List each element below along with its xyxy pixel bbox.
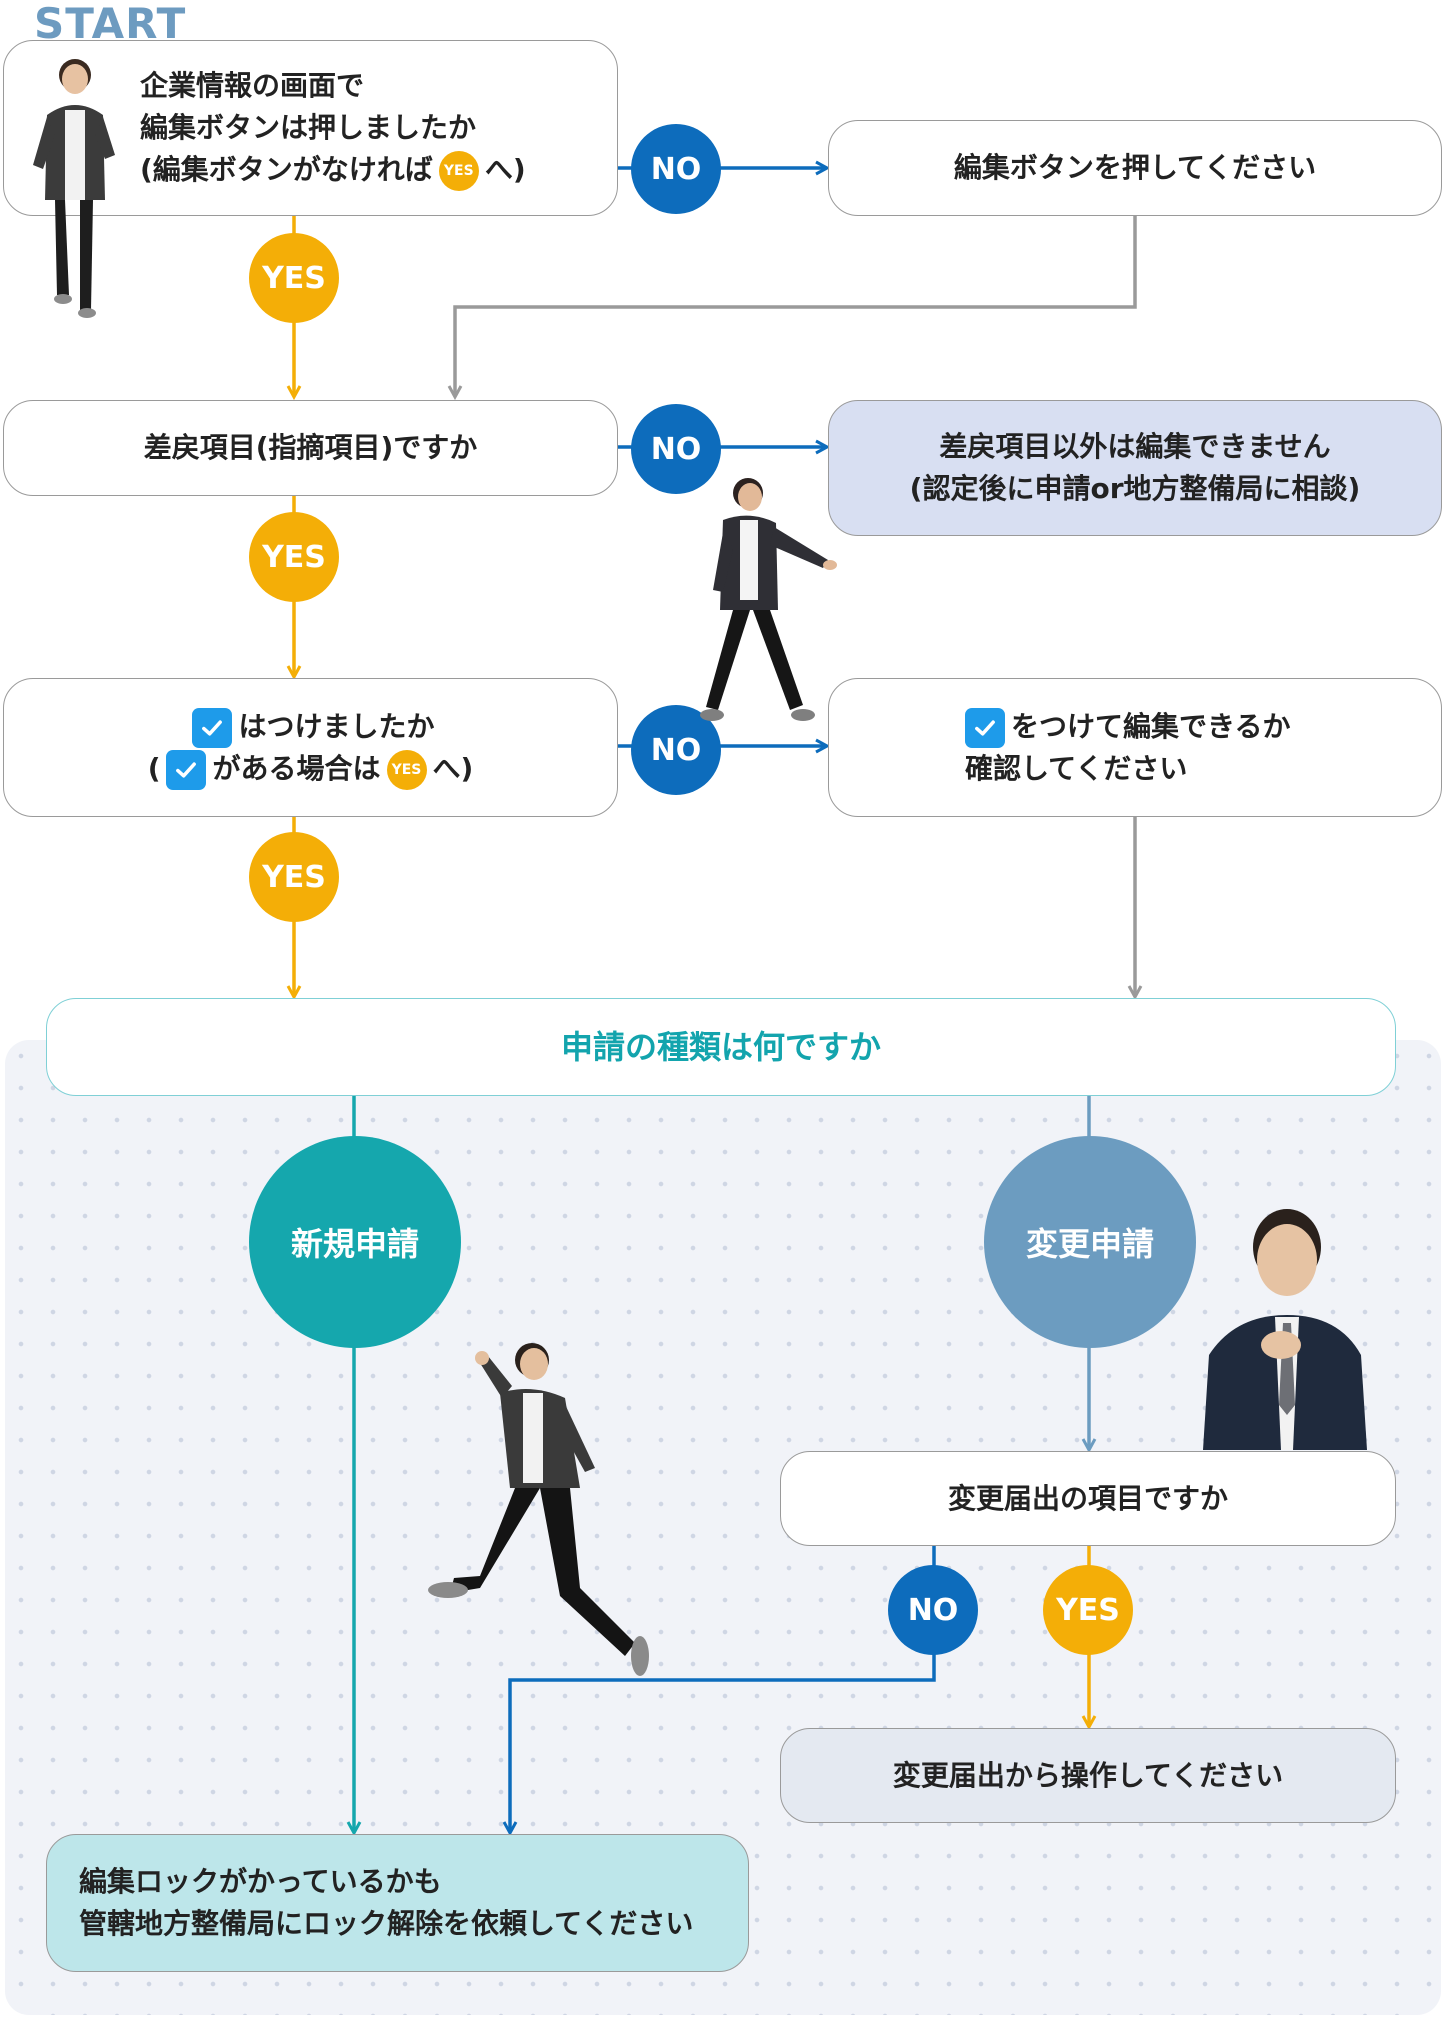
new-application-node: 新規申請 [249,1136,461,1348]
a2-line1: 差戻項目以外は編集できません [939,430,1331,463]
person-photo-walking-2 [678,475,838,740]
question-change-notification-item: 変更届出の項目ですか [780,1451,1396,1546]
no-badge: NO [631,124,721,214]
q1-line3-post: へ) [484,153,526,186]
a3-line1-text: をつけて編集できるか [1011,709,1291,743]
edge-a1-return [455,216,1137,396]
yes-badge: YES [249,512,339,602]
question-application-kind: 申請の種類は何ですか [46,998,1396,1096]
answer-check-and-edit: をつけて編集できるか 確認してください [828,678,1442,817]
q4-text: 変更届出の項目ですか [947,1481,1228,1515]
yes-badge: YES [249,233,339,323]
person-photo-jumping [420,1338,660,1678]
q3-line2-pre: ( [147,751,161,785]
answer-cannot-edit: 差戻項目以外は編集できません (認定後に申請or地方整備局に相談) [828,400,1442,536]
answer-operate-from-change-notification: 変更届出から操作してください [780,1728,1396,1823]
no-badge: NO [888,1565,978,1655]
q3-line1-text: はつけましたか [238,709,435,743]
person-photo-walking-1 [25,55,120,320]
lock-line2: 管轄地方整備局にロック解除を依頼してください [79,1907,694,1940]
answer-press-edit-button: 編集ボタンを押してください [828,120,1442,216]
q3-line2-mid: がある場合は [212,751,381,785]
person-photo-thinking [1195,1205,1375,1450]
a3-line1: をつけて編集できるか [965,706,1441,748]
a4-text: 変更届出から操作してください [892,1758,1284,1792]
q1-line2: 編集ボタンは押しましたか [140,111,477,144]
a3-line2: 確認してください [965,751,1188,785]
change-application-node: 変更申請 [984,1136,1196,1348]
question-returned-item: 差戻項目(指摘項目)ですか [3,400,618,496]
checkbox-checked-icon [166,749,207,790]
kind-text: 申請の種類は何ですか [560,1028,881,1066]
yes-mini-badge: YES [386,749,427,790]
start-label: START [34,0,187,48]
a2-line2: (認定後に申請or地方整備局に相談) [909,472,1361,505]
a1-text: 編集ボタンを押してください [953,151,1317,184]
checkbox-checked-icon [192,707,233,748]
yes-badge: YES [1043,1565,1133,1655]
no-badge: NO [631,404,721,494]
yes-mini-badge: YES [438,151,479,191]
q3-line1: はつけましたか [186,706,435,748]
q2-text: 差戻項目(指摘項目)ですか [143,431,478,464]
checkbox-checked-icon [965,707,1005,748]
lock-line1: 編集ロックがかっているかも [79,1865,442,1898]
q1-line3-pre: (編集ボタンがなければ [140,153,433,186]
q1-line1: 企業情報の画面で [140,69,365,102]
yes-badge: YES [249,832,339,922]
answer-edit-lock: 編集ロックがかっているかも 管轄地方整備局にロック解除を依頼してください [46,1834,749,1972]
q3-line2-post: へ) [432,751,474,785]
no-badge: NO [631,705,721,795]
